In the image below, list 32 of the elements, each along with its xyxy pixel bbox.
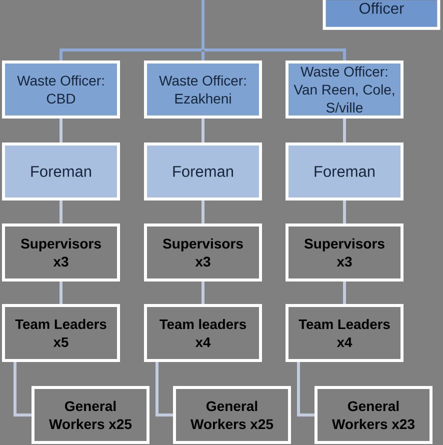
connector-line xyxy=(202,0,204,50)
connector-line xyxy=(60,48,202,60)
connector-line xyxy=(343,282,346,304)
org-chart-box: Officer xyxy=(322,0,440,30)
org-chart-box: Waste Officer: Van Reen, Cole, S/ville xyxy=(286,60,404,118)
org-chart-box: Supervisors x3 xyxy=(286,224,404,282)
org-chart-box: Team Leaders x5 xyxy=(2,304,120,362)
connector-line xyxy=(156,362,173,416)
org-chart-box: General Workers x23 xyxy=(314,386,432,444)
org-chart-box: Foreman xyxy=(286,142,404,200)
org-chart-box: Waste Officer: CBD xyxy=(2,60,120,118)
org-chart-box: Supervisors x3 xyxy=(2,224,120,282)
connector-line xyxy=(60,200,62,224)
connector-line xyxy=(14,362,32,416)
connector-line xyxy=(343,118,346,142)
connector-line xyxy=(202,52,204,60)
org-chart-box: Foreman xyxy=(144,142,262,200)
org-chart-box: Team Leaders x4 xyxy=(286,304,404,362)
org-chart-box: Supervisors x3 xyxy=(144,224,262,282)
org-chart-box: Foreman xyxy=(2,142,120,200)
connector-line xyxy=(297,362,314,416)
org-chart-box: Waste Officer: Ezakheni xyxy=(144,60,262,118)
org-chart-box: General Workers x25 xyxy=(32,386,150,444)
org-chart-box: General Workers x25 xyxy=(173,386,291,444)
connector-line xyxy=(204,48,346,60)
org-chart-box: Team leaders x4 xyxy=(144,304,262,362)
connector-line xyxy=(202,282,204,304)
connector-line xyxy=(60,282,62,304)
connector-line xyxy=(202,200,204,224)
connector-line xyxy=(343,200,346,224)
connector-line xyxy=(202,118,204,142)
connector-line xyxy=(60,118,62,142)
